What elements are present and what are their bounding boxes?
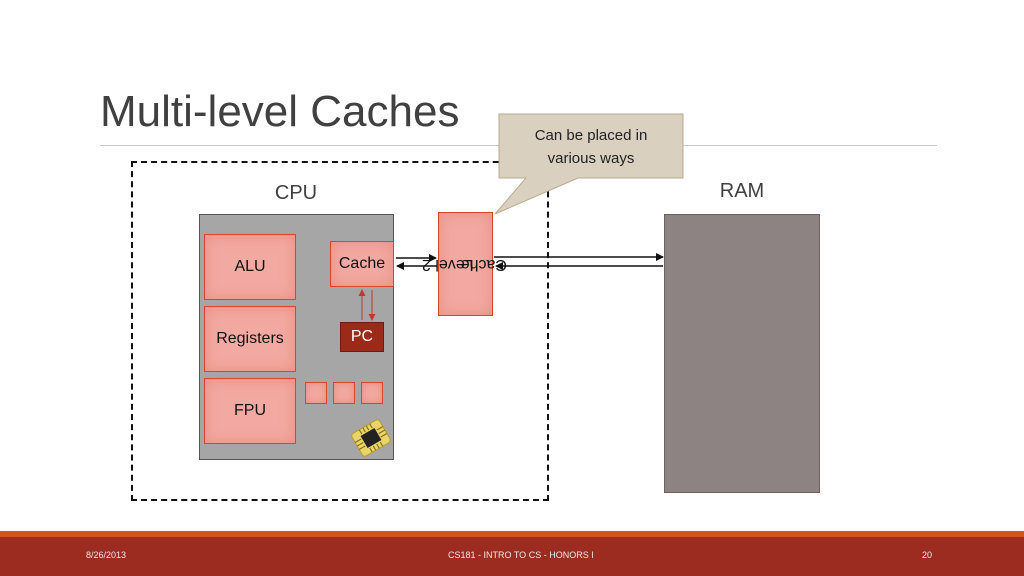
registers-block: Registers	[204, 306, 296, 372]
cache-label: Cache	[338, 255, 386, 272]
callout-text: Can be placed in various ways	[500, 124, 682, 170]
footer-accent-strip	[0, 531, 1024, 537]
mini-unit-3	[361, 382, 383, 404]
alu-block: ALU	[204, 234, 296, 300]
slide-title: Multi-level Caches	[100, 87, 460, 136]
ram-block	[664, 214, 820, 493]
callout-bubble	[494, 113, 684, 215]
fpu-block: FPU	[204, 378, 296, 444]
callout-line1: Can be placed in	[534, 127, 648, 144]
cpu-boundary-dashed-box	[131, 161, 549, 501]
footer-date: 8/26/2013	[86, 550, 127, 560]
callout-line2: various ways	[547, 150, 635, 167]
pc-label: PC	[350, 328, 374, 345]
footer-band	[0, 532, 1024, 576]
cpu-label: CPU	[274, 182, 318, 204]
footer-page-number: 20	[922, 550, 933, 560]
fpu-label: FPU	[234, 402, 266, 419]
alu-label: ALU	[234, 258, 266, 275]
mini-unit-2	[333, 382, 355, 404]
l1-cache-block: Cache	[330, 241, 394, 287]
footer-course: CS181 - INTRO TO CS - HONORS I	[448, 550, 594, 560]
pc-block: PC	[340, 322, 384, 352]
registers-label: Registers	[216, 330, 284, 347]
ram-label: RAM	[719, 180, 765, 202]
mini-unit-1	[305, 382, 327, 404]
cpu-chip-icon	[351, 419, 391, 457]
